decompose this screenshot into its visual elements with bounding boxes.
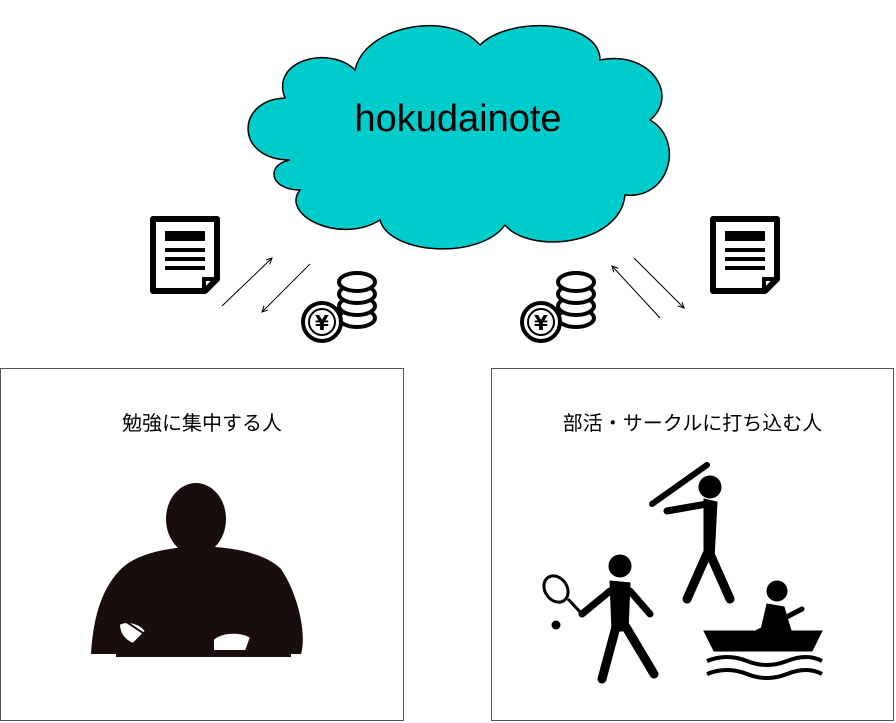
cloud-label: hokudainote xyxy=(354,98,562,140)
baseball-player-icon xyxy=(649,462,735,604)
arrow-down-right xyxy=(633,257,684,308)
document-icon-left xyxy=(150,216,220,294)
rower-icon xyxy=(703,580,823,680)
yen-symbol-left: ¥ xyxy=(315,311,329,335)
arrow-up-left xyxy=(221,258,272,307)
coins-icon-left xyxy=(301,271,377,343)
panel-study-title: 勉強に集中する人 xyxy=(122,411,282,435)
yen-symbol-right: ¥ xyxy=(534,311,548,335)
cloud-shape xyxy=(247,24,671,250)
studying-person-silhouette xyxy=(91,483,303,657)
sports-silhouettes xyxy=(542,462,823,684)
document-icon-right xyxy=(710,216,780,294)
coins-icon-right xyxy=(520,271,596,343)
panel-club: 部活・サークルに打ち込む人 xyxy=(491,368,894,721)
tennis-player-icon xyxy=(542,554,659,684)
arrow-down-left xyxy=(262,263,311,312)
arrow-up-right xyxy=(612,266,661,319)
panel-study: 勉強に集中する人 xyxy=(0,368,404,721)
panel-club-title: 部活・サークルに打ち込む人 xyxy=(562,411,823,435)
